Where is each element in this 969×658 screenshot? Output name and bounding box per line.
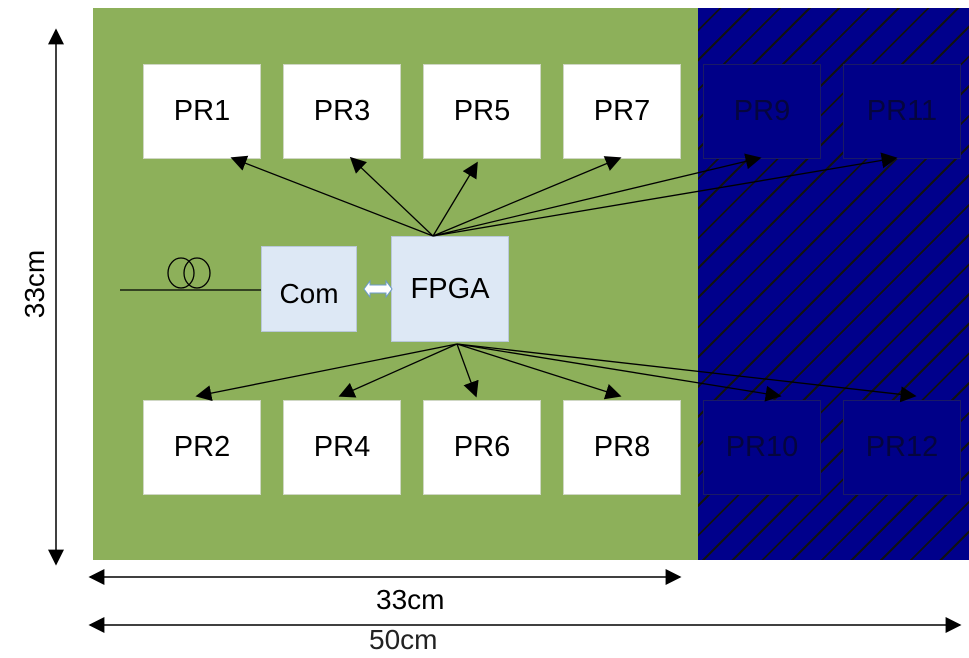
link-fpga-pr4: [338, 343, 458, 398]
fiber-coil-icon: [167, 257, 195, 289]
module-pr9: PR9: [703, 64, 821, 159]
com-block: Com: [261, 246, 357, 332]
module-pr3: PR3: [283, 64, 401, 159]
link-fpga-pr8: [456, 343, 622, 400]
module-pr7: PR7: [563, 64, 681, 159]
link-fpga-pr9: [432, 153, 762, 237]
link-fpga-pr12: [456, 343, 917, 403]
link-fpga-pr6: [456, 343, 479, 398]
module-pr1: PR1: [143, 64, 261, 159]
total-width-dimension-label: 50cm: [369, 624, 438, 655]
height-dimension-label: 33cm: [19, 249, 50, 319]
module-pr10: PR10: [703, 400, 821, 495]
link-fpga-pr10: [456, 343, 782, 402]
link-fpga-pr11: [432, 152, 898, 237]
link-fpga-pr7: [432, 156, 622, 237]
com-fpga-link-icon: [363, 279, 393, 299]
link-fpga-pr5: [432, 161, 478, 237]
module-pr4: PR4: [283, 400, 401, 495]
fpga-block: FPGA: [391, 236, 509, 342]
link-fpga-pr1: [230, 155, 434, 237]
link-fpga-pr3: [349, 156, 434, 237]
module-pr6: PR6: [423, 400, 541, 495]
fiber-coil-icon: [183, 257, 211, 289]
module-pr12: PR12: [843, 400, 961, 495]
module-pr5: PR5: [423, 64, 541, 159]
link-fpga-pr2: [195, 343, 458, 402]
green-width-dimension-label: 33cm: [376, 584, 445, 615]
module-pr11: PR11: [843, 64, 961, 159]
module-pr8: PR8: [563, 400, 681, 495]
